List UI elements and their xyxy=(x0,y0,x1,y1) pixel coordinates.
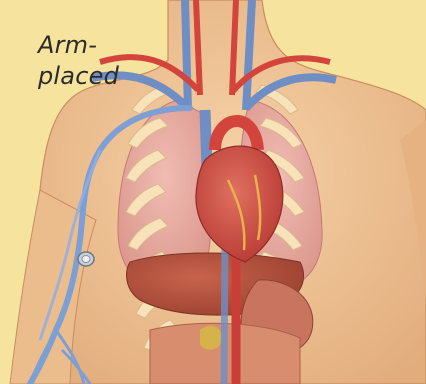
jugular-right xyxy=(185,0,188,110)
implanted-port-icon xyxy=(78,252,94,266)
label-line-2: placed xyxy=(38,61,148,92)
carotid-right xyxy=(196,0,200,95)
carotid-left xyxy=(232,0,236,95)
inferior-vena-cava xyxy=(224,230,225,384)
gallbladder xyxy=(200,326,222,350)
arm-placed-label: Arm- placed xyxy=(38,30,148,92)
label-line-1: Arm- xyxy=(38,30,148,61)
